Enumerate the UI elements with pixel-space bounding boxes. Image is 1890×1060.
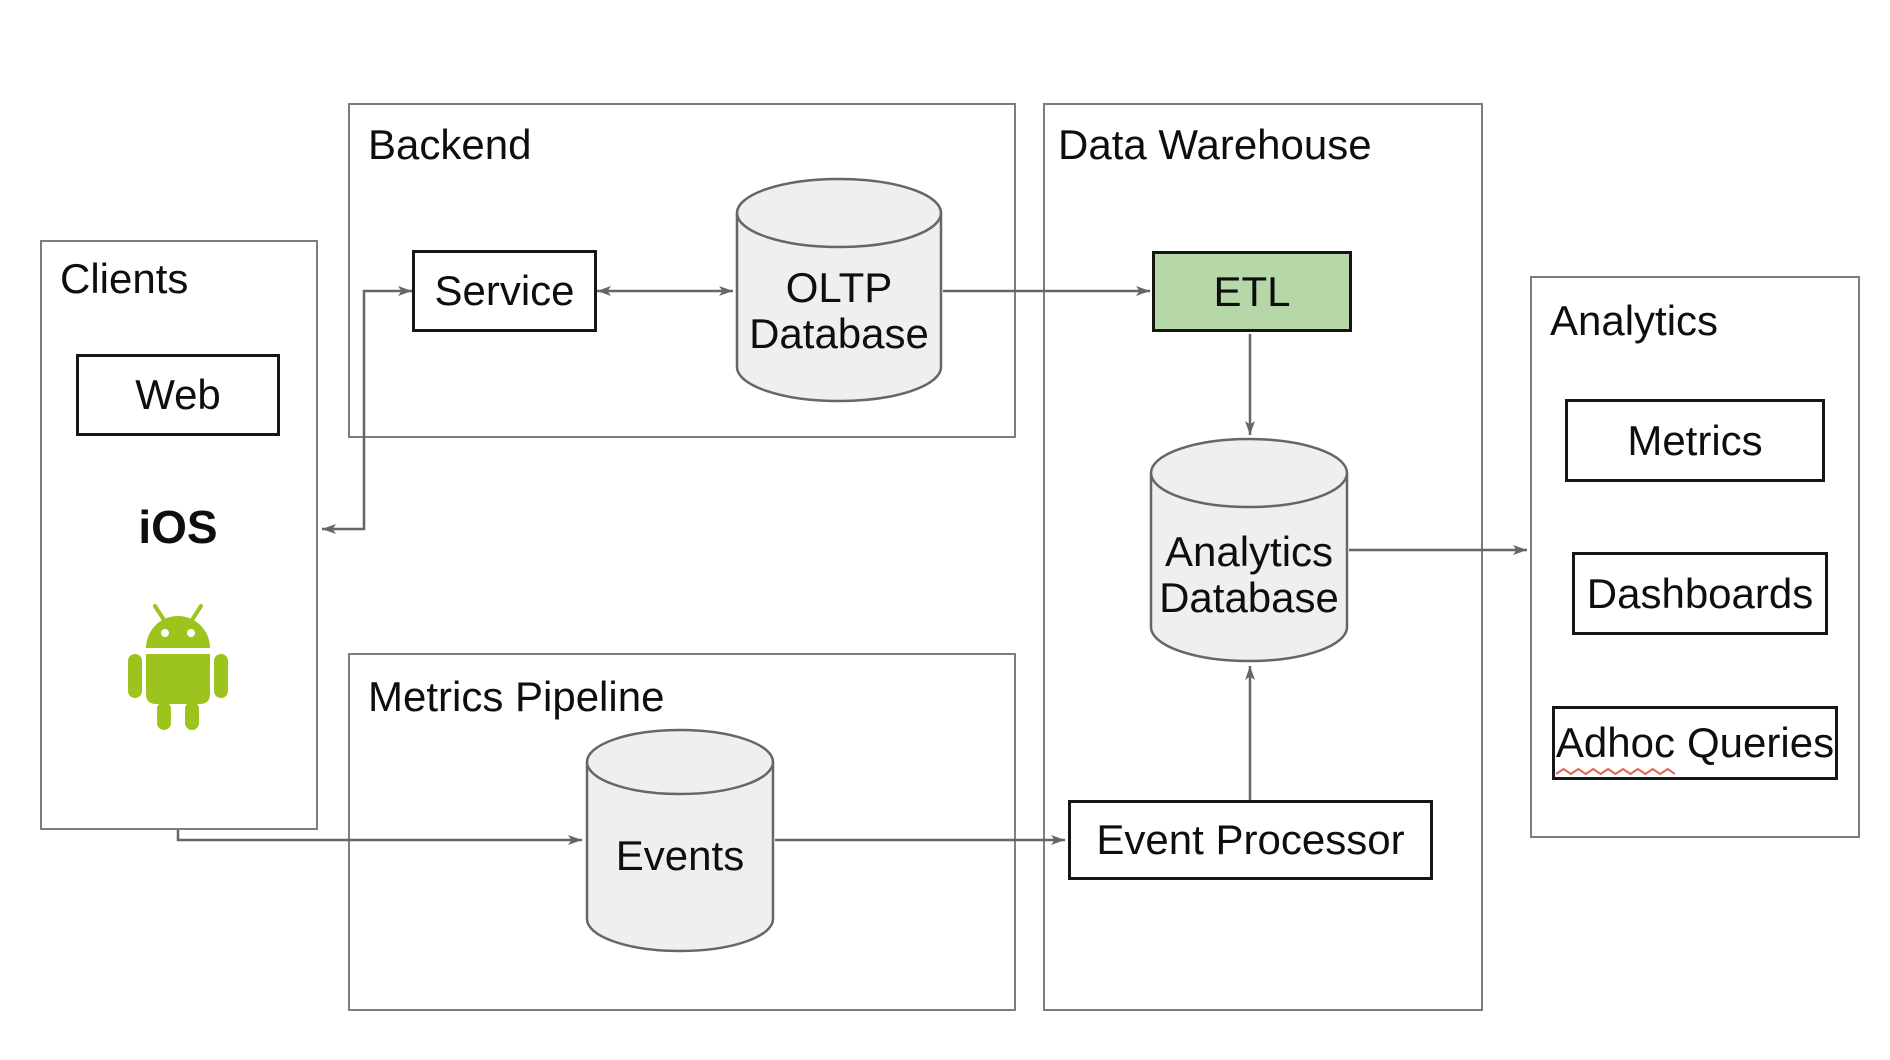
oltp-database-label-line1: OLTP <box>785 264 893 311</box>
analytics-database-cylinder <box>1149 437 1349 663</box>
adhoc-queries-label-word1: Adhoc <box>1555 719 1676 766</box>
spellcheck-squiggle-icon <box>1555 768 1676 776</box>
web-node-label: Web <box>135 371 221 418</box>
android-robot-icon <box>126 602 230 735</box>
analytics-group-title: Analytics <box>1550 297 1719 344</box>
adhoc-queries-node: Adhoc Queries <box>1552 706 1838 780</box>
etl-node-label: ETL <box>1213 267 1291 315</box>
service-node: Service <box>412 250 597 332</box>
oltp-database-label: OLTP Database <box>735 265 943 357</box>
events-database-cylinder <box>585 728 775 953</box>
analytics-database-label: Analytics Database <box>1149 529 1349 621</box>
etl-node: ETL <box>1152 251 1352 332</box>
events-database-label: Events <box>585 833 775 879</box>
clients-group-title: Clients <box>60 255 189 302</box>
metrics-pipeline-group-title: Metrics Pipeline <box>368 673 665 720</box>
clients-group-box <box>40 240 318 830</box>
dashboards-node: Dashboards <box>1572 552 1828 635</box>
metrics-node-label: Metrics <box>1627 416 1763 464</box>
event-processor-node-label: Event Processor <box>1096 816 1405 863</box>
analytics-database-label-line1: Analytics <box>1164 528 1334 575</box>
events-database-label-line1: Events <box>615 832 745 879</box>
web-node: Web <box>76 354 280 436</box>
database-cylinder-icon <box>585 728 775 953</box>
dashboards-node-label: Dashboards <box>1586 569 1814 617</box>
event-processor-node: Event Processor <box>1068 800 1433 880</box>
backend-group-title: Backend <box>368 121 532 168</box>
database-cylinder-icon <box>1149 437 1349 663</box>
metrics-node: Metrics <box>1565 399 1825 482</box>
database-cylinder-icon <box>735 177 943 403</box>
adhoc-word-misspelled: Adhoc <box>1555 719 1676 776</box>
ios-label: iOS <box>138 501 218 553</box>
oltp-database-label-line2: Database <box>749 310 929 357</box>
service-node-label: Service <box>434 267 575 314</box>
data-warehouse-group-title: Data Warehouse <box>1058 121 1372 168</box>
adhoc-queries-label-word2: Queries <box>1687 719 1835 766</box>
analytics-database-label-line2: Database <box>1159 574 1339 621</box>
oltp-database-cylinder <box>735 177 943 403</box>
